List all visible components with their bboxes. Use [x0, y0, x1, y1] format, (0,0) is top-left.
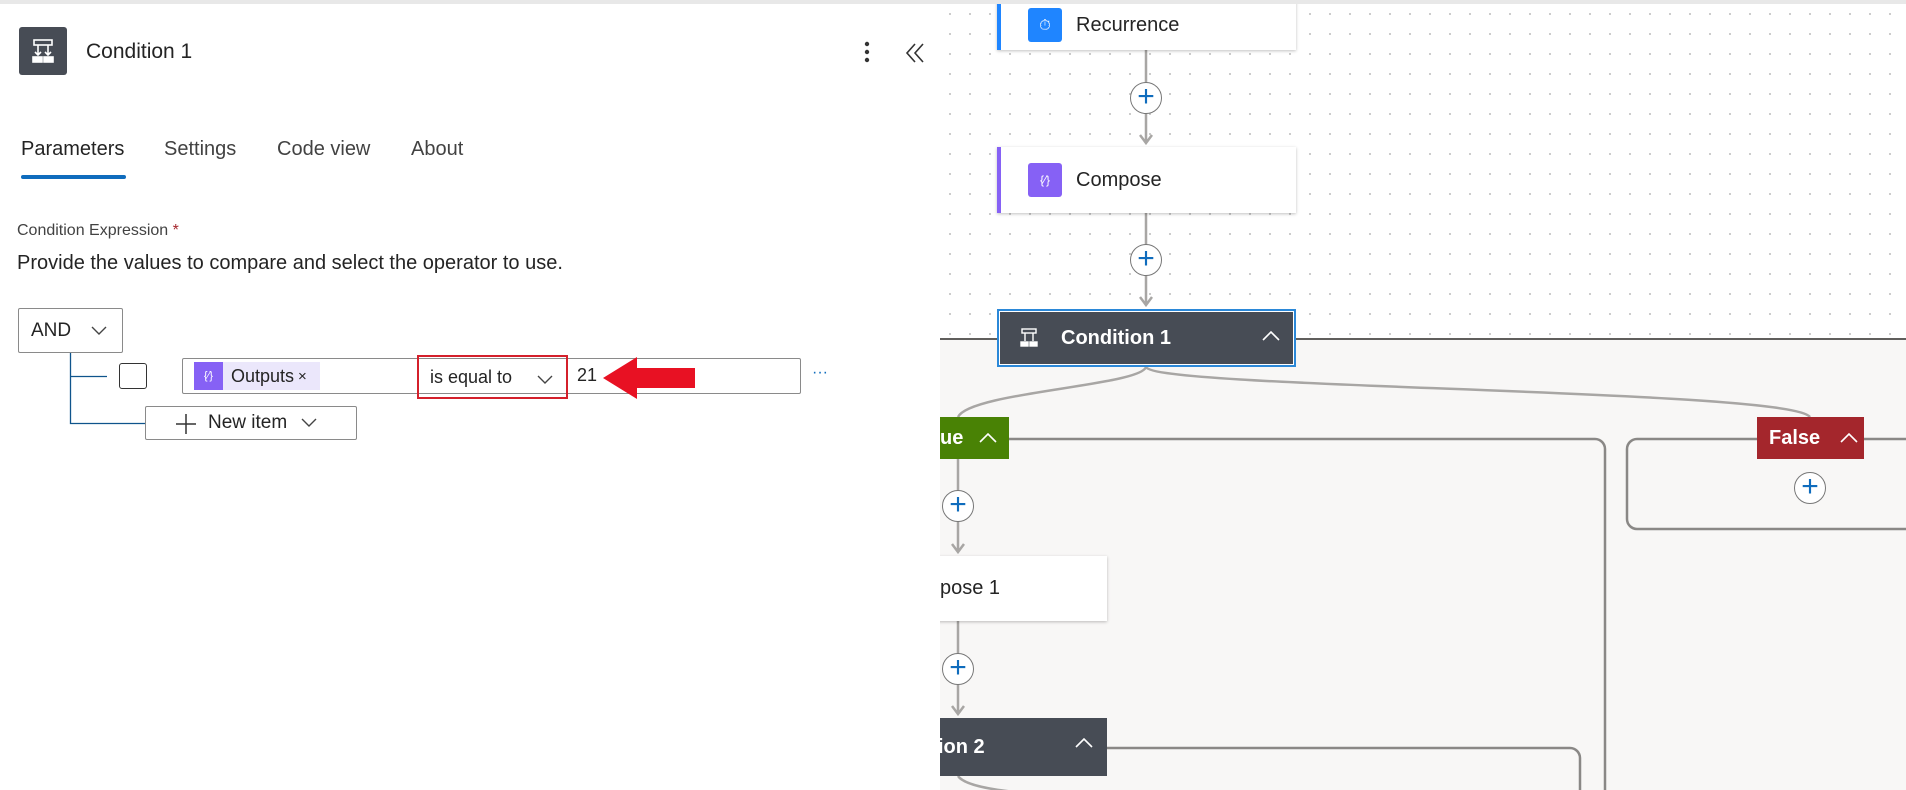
chevron-up-icon[interactable] [1075, 738, 1093, 748]
chevron-down-icon [537, 375, 553, 384]
value-input[interactable]: 21 [577, 365, 598, 385]
designer-canvas[interactable]: ⏱ Recurrence + {⁄} Compose + Condition 1… [940, 0, 1906, 790]
field-label-text: Condition Expression [17, 222, 169, 239]
node-label: ion 2 [940, 735, 985, 758]
token-remove-icon[interactable]: × [298, 367, 307, 385]
false-branch-tag[interactable]: False [1757, 417, 1864, 459]
outputs-token[interactable]: {⁄} Outputs × [194, 362, 320, 390]
add-step-button[interactable]: + [942, 490, 974, 522]
node-label: Compose [1076, 168, 1162, 191]
chevron-up-icon [979, 433, 997, 443]
node-condition-1[interactable]: Condition 1 [997, 309, 1296, 367]
node-compose[interactable]: {⁄} Compose [997, 147, 1296, 213]
node-condition-2[interactable]: ion 2 [940, 718, 1107, 776]
tree-lines [69, 353, 145, 425]
compose-icon: {⁄} [1028, 163, 1062, 197]
add-step-button[interactable]: + [1130, 244, 1162, 276]
connector-lines [951, 50, 1906, 790]
condition-icon [19, 27, 67, 75]
chevron-down-icon [91, 326, 107, 335]
plus-icon [176, 414, 196, 434]
new-item-label: New item [208, 412, 288, 433]
add-step-button[interactable]: + [942, 653, 974, 685]
group-operator-dropdown[interactable]: AND [18, 308, 123, 353]
condition-icon [1020, 328, 1038, 347]
branch-label: False [1769, 426, 1821, 449]
tab-code-view[interactable]: Code view [277, 138, 371, 160]
field-label: Condition Expression * [17, 222, 179, 240]
field-description: Provide the values to compare and select… [17, 252, 563, 274]
group-operator-value: AND [31, 319, 72, 341]
chevron-up-icon [1840, 433, 1858, 443]
node-label: Recurrence [1076, 13, 1180, 36]
add-step-button[interactable]: + [1130, 82, 1162, 114]
node-label: pose 1 [940, 577, 1001, 599]
panel-title: Condition 1 [86, 40, 193, 63]
condition-details-panel: Condition 1 Parameters Settings Code vie… [0, 0, 940, 790]
active-tab-indicator [21, 175, 126, 179]
red-arrow-annotation [603, 357, 695, 399]
more-vertical-icon[interactable] [858, 40, 876, 66]
row-checkbox[interactable] [119, 363, 147, 389]
add-step-false-button[interactable]: + [1794, 472, 1826, 504]
true-branch-tag[interactable]: ue [940, 417, 1009, 459]
required-mark: * [172, 222, 179, 239]
new-item-button[interactable]: New item [145, 406, 357, 440]
row-more-button[interactable]: ··· [812, 364, 828, 381]
compose-icon: {⁄} [194, 362, 223, 390]
tab-settings[interactable]: Settings [164, 138, 237, 160]
operator-value: is equal to [430, 366, 513, 387]
operator-dropdown[interactable]: is equal to [417, 355, 568, 399]
node-compose-1[interactable]: pose 1 [940, 556, 1107, 621]
node-recurrence[interactable]: ⏱ Recurrence [997, 4, 1296, 50]
node-label: Condition 1 [1061, 326, 1171, 349]
tab-parameters[interactable]: Parameters [21, 138, 125, 160]
token-label: Outputs [231, 365, 295, 386]
chevron-up-icon[interactable] [1262, 331, 1280, 341]
chevron-down-icon [301, 418, 317, 427]
tab-about[interactable]: About [411, 138, 464, 160]
double-chevron-left-icon[interactable] [904, 42, 926, 69]
branch-label: ue [940, 426, 964, 449]
clock-icon: ⏱ [1028, 8, 1062, 42]
